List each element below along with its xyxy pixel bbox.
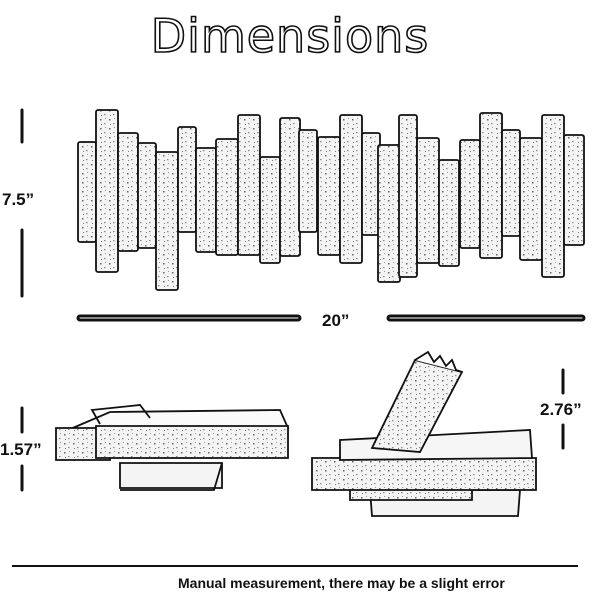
wood-slat: [298, 129, 318, 233]
wood-slat: [137, 142, 157, 249]
wood-slat: [519, 137, 543, 261]
page-title-text: Dimensions: [151, 9, 429, 63]
wood-slat: [541, 114, 565, 278]
height-label: 7.5”: [2, 190, 35, 209]
wood-slat: [259, 156, 281, 264]
wood-slat: [438, 159, 460, 267]
side-view-open: [311, 350, 537, 517]
wood-slat: [279, 117, 301, 257]
page-title: Dimensions: [150, 8, 429, 64]
wood-slat: [215, 138, 239, 256]
wood-slat: [398, 114, 418, 278]
measurement-note: Manual measurement, there may be a sligh…: [178, 575, 505, 591]
wood-slat: [95, 109, 119, 273]
depth-label: 1.57”: [0, 440, 42, 459]
wood-slat: [177, 126, 197, 233]
wood-slat: [155, 151, 179, 291]
width-label: 20”: [322, 311, 350, 330]
wood-slat: [563, 134, 585, 246]
side-view-closed: [55, 404, 290, 491]
wood-slat: [317, 136, 341, 256]
wood-slat: [459, 139, 481, 249]
wood-slat: [339, 114, 363, 264]
wood-slat: [416, 137, 440, 264]
wood-slat: [377, 144, 401, 283]
wood-slat: [117, 132, 139, 252]
open-depth-label: 2.76”: [540, 400, 582, 419]
wood-slat: [195, 147, 217, 253]
wood-slat: [501, 129, 521, 237]
width-dimension-marker: [76, 314, 586, 322]
wood-slat: [479, 112, 503, 259]
front-view-slats: [77, 109, 585, 291]
footer-divider: [12, 565, 578, 567]
wood-slat: [237, 114, 261, 256]
wood-slat: [77, 141, 97, 243]
